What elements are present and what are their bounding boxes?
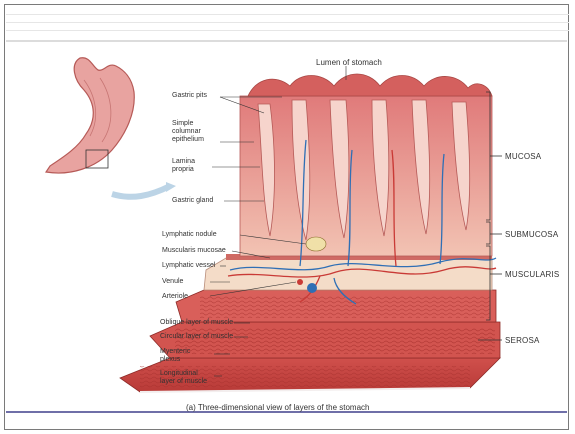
label-muscularis: MUSCULARIS bbox=[505, 270, 559, 279]
label-submucosa: SUBMUCOSA bbox=[505, 230, 558, 239]
label-gastric-gland: Gastric gland bbox=[172, 197, 213, 205]
label-longitudinal-muscle: Longitudinal layer of muscle bbox=[160, 370, 207, 386]
label-lymphatic-nodule: Lymphatic nodule bbox=[162, 231, 217, 239]
label-circular-muscle: Circular layer of muscle bbox=[160, 333, 233, 341]
label-oblique-muscle: Oblique layer of muscle bbox=[160, 319, 233, 327]
label-venule: Venule bbox=[162, 278, 183, 286]
label-simple-columnar-epithelium: Simple columnar epithelium bbox=[172, 120, 204, 144]
label-lymphatic-vessel: Lymphatic vessel bbox=[162, 262, 215, 270]
stomach-thumbnail bbox=[46, 58, 176, 197]
label-serosa: SEROSA bbox=[505, 336, 540, 345]
label-mucosa: MUCOSA bbox=[505, 152, 541, 161]
lumen-label: Lumen of stomach bbox=[316, 59, 382, 67]
label-lamina-propria: Lamina propria bbox=[172, 158, 195, 174]
label-muscularis-mucosae: Muscularis mucosae bbox=[162, 247, 226, 255]
label-myenteric-plexus: Myenteric plexus bbox=[160, 348, 190, 364]
label-gastric-pits: Gastric pits bbox=[172, 92, 207, 100]
label-arteriole: Arteriole bbox=[162, 293, 188, 301]
figure-caption: (a) Three-dimensional view of layers of … bbox=[186, 403, 370, 412]
